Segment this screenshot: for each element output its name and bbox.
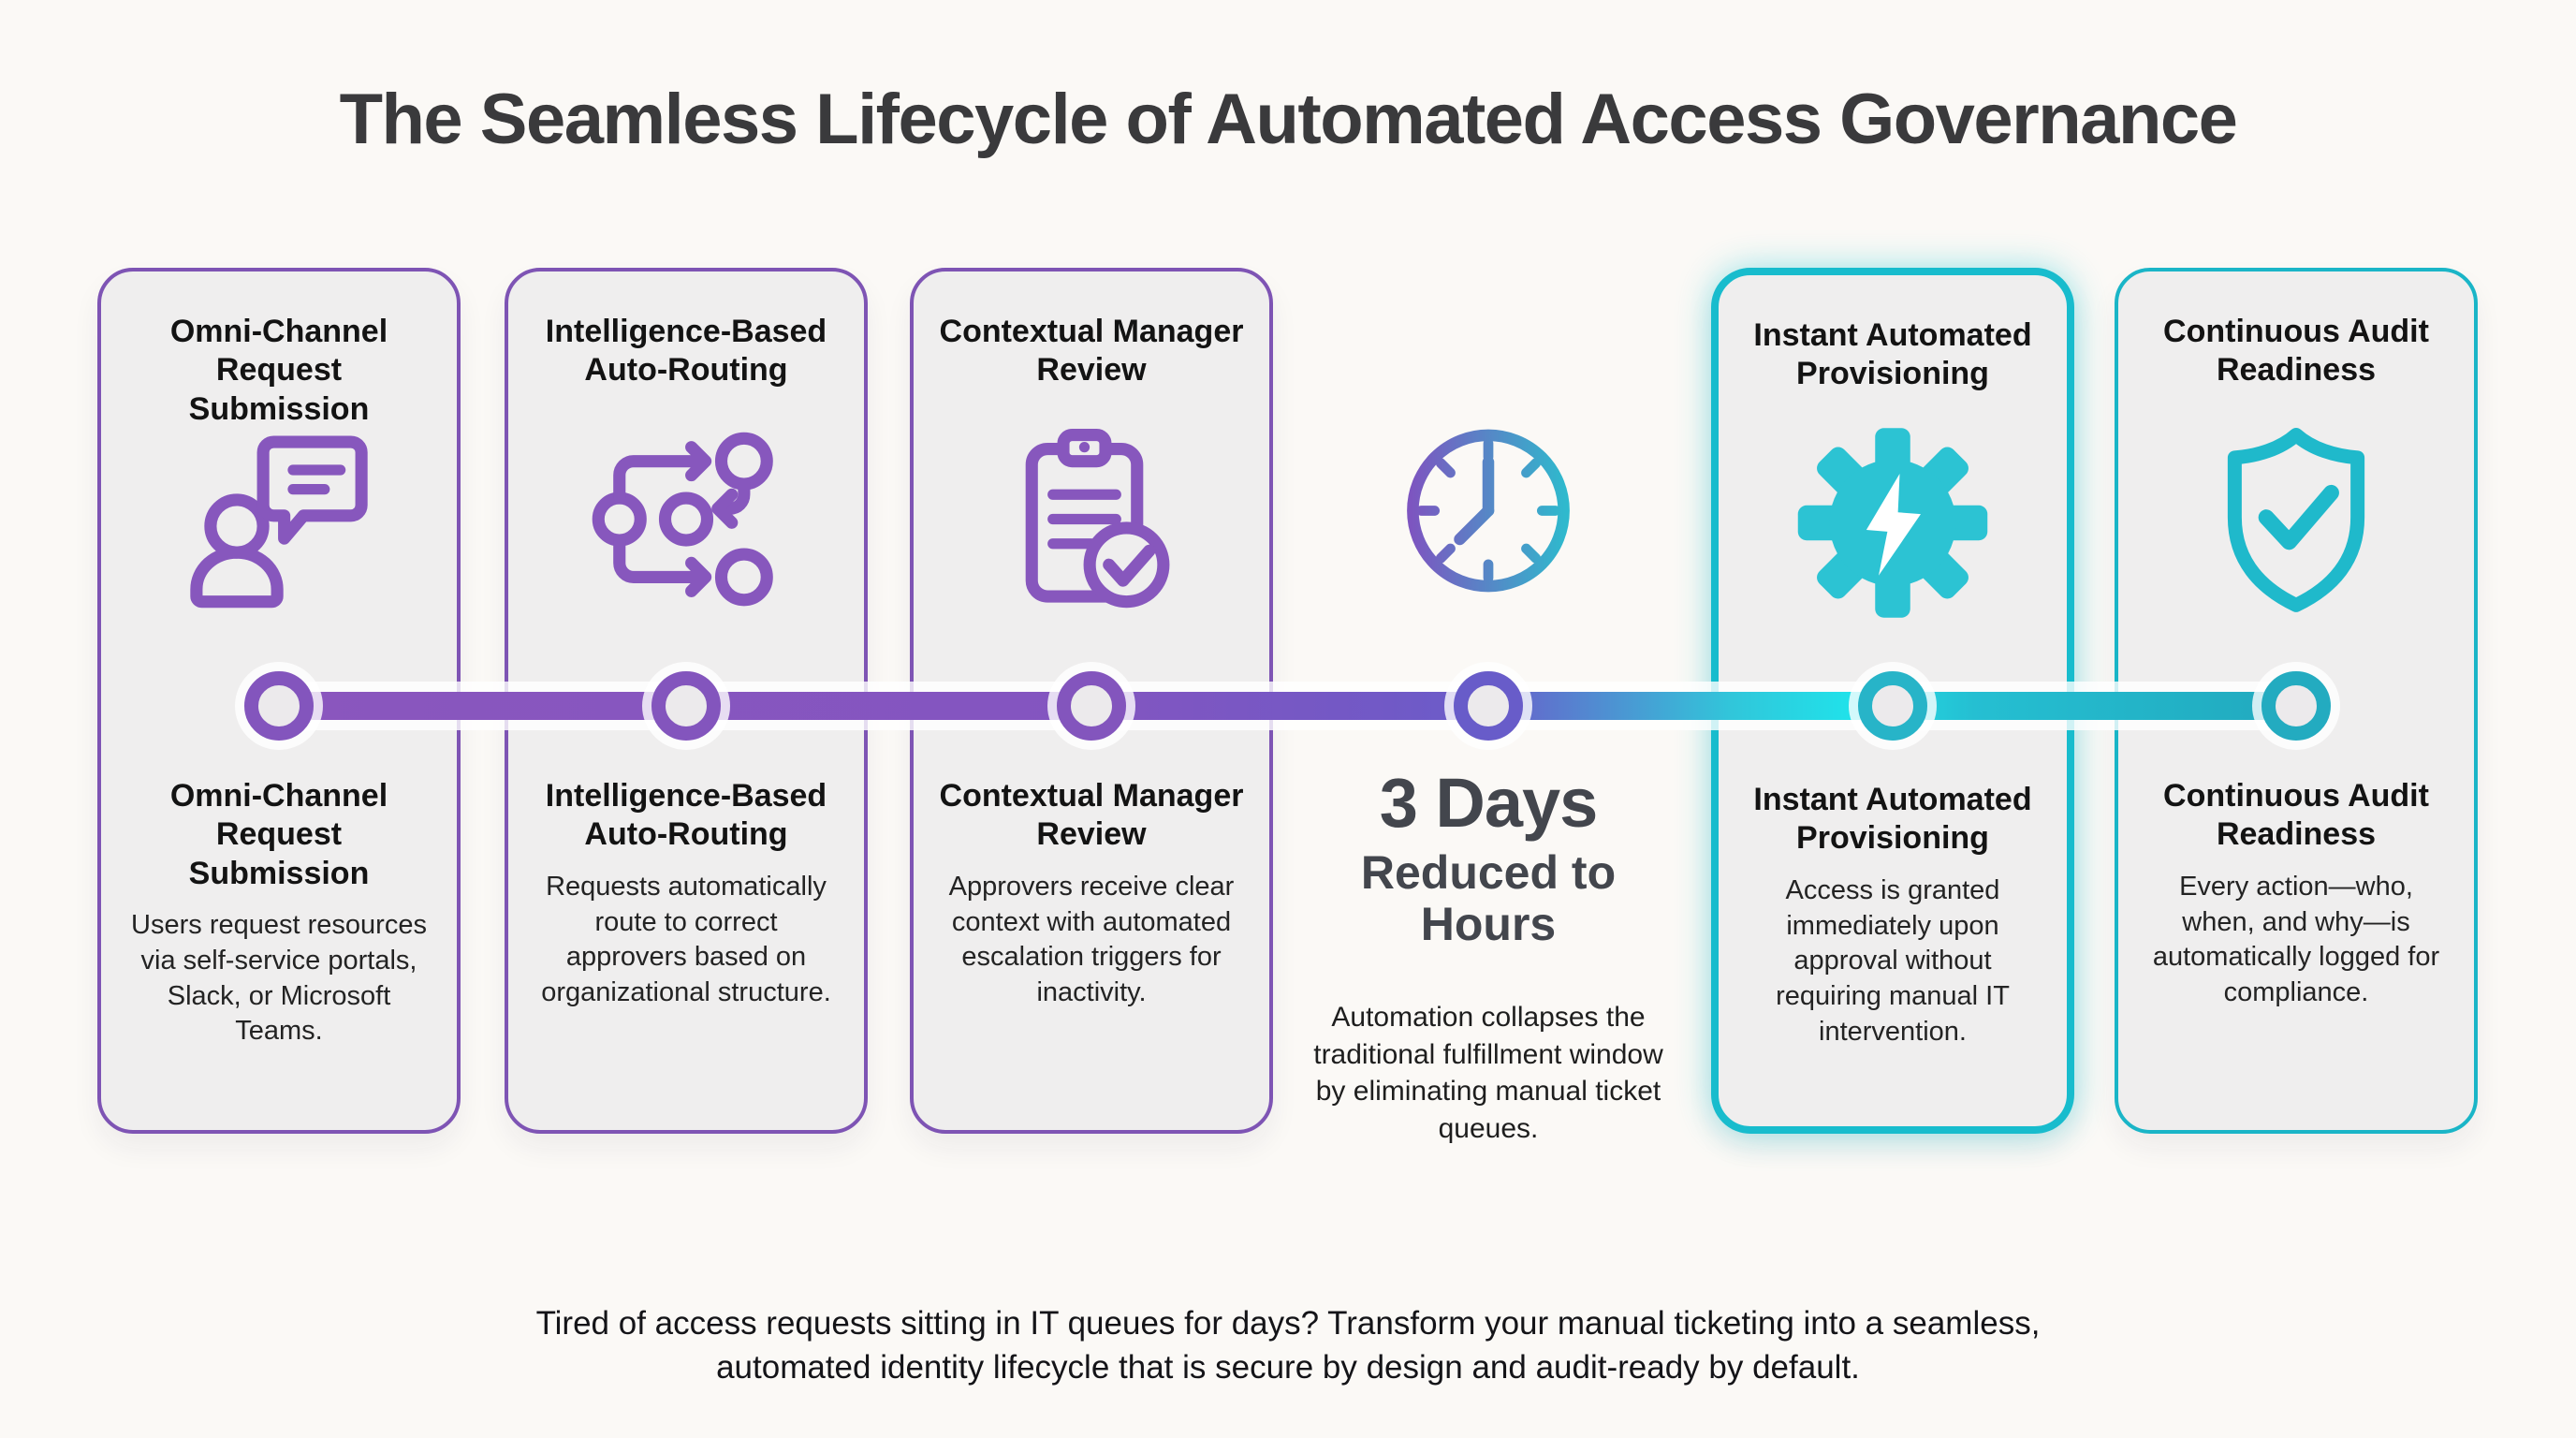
timeline-node-4 <box>1454 671 1523 741</box>
timeline-node-1 <box>244 671 314 741</box>
step-title: Continuous Audit Readiness <box>2163 778 2429 853</box>
step-header: Intelligence-Based Auto-Routing <box>545 314 827 389</box>
milestone-stat: 3 Days <box>1379 764 1599 842</box>
step-title: Intelligence-Based Auto-Routing <box>545 778 827 853</box>
milestone-description: Automation collapses the traditional ful… <box>1313 1002 1663 1144</box>
footer-text: Tired of access requests sitting in IT q… <box>535 1305 2041 1387</box>
step-description: Approvers receive clear context with aut… <box>948 871 1235 1007</box>
step-description: Users request resources via self-service… <box>131 910 427 1047</box>
step-header: Omni-Channel Request Submission <box>169 314 388 427</box>
shield-check-icon <box>2191 414 2402 624</box>
timeline-node-6 <box>2261 671 2331 741</box>
clock-icon <box>1388 410 1589 611</box>
step-title: Instant Automated Provisioning <box>1753 782 2032 857</box>
step-description: Every action—who, when, and why—is autom… <box>2152 871 2440 1007</box>
workflow-routing-icon <box>581 414 792 624</box>
timeline-bar <box>279 692 2296 720</box>
step-title: Omni-Channel Request Submission <box>169 778 388 891</box>
clipboard-check-icon <box>987 414 1197 624</box>
step-title: Contextual Manager Review <box>939 778 1244 853</box>
step-description: Access is granted immediately upon appro… <box>1776 874 2010 1047</box>
page-title: The Seamless Lifecycle of Automated Acce… <box>339 80 2238 159</box>
step-header: Contextual Manager Review <box>939 314 1244 389</box>
milestone-stat-sub: Reduced to Hours <box>1360 846 1617 950</box>
step-header: Continuous Audit Readiness <box>2163 314 2429 389</box>
gear-lightning-icon <box>1788 418 1998 628</box>
step-header: Instant Automated Provisioning <box>1753 317 2032 392</box>
timeline-node-3 <box>1057 671 1126 741</box>
timeline-node-2 <box>651 671 721 741</box>
step-description: Requests automatically route to correct … <box>541 871 831 1007</box>
person-chat-icon <box>174 414 385 624</box>
timeline-node-5 <box>1858 671 1927 741</box>
milestone-column: 3 Days Reduced to Hours Automation colla… <box>1305 268 1672 1144</box>
